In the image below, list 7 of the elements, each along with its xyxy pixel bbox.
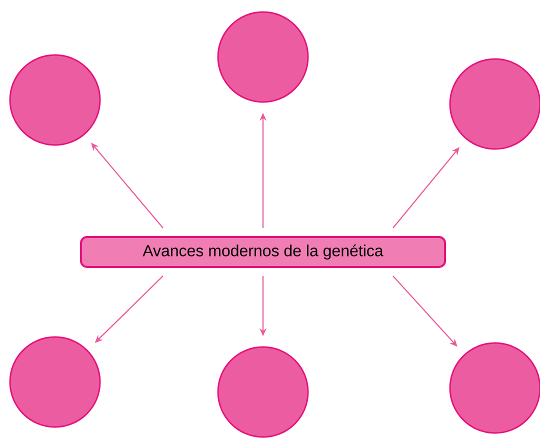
circle [9,54,101,146]
circle [449,58,540,150]
circle [217,346,309,438]
circle [449,342,540,434]
circle [9,336,101,428]
title-box: Avances modernos de la genética [80,236,446,268]
circle [217,11,309,103]
